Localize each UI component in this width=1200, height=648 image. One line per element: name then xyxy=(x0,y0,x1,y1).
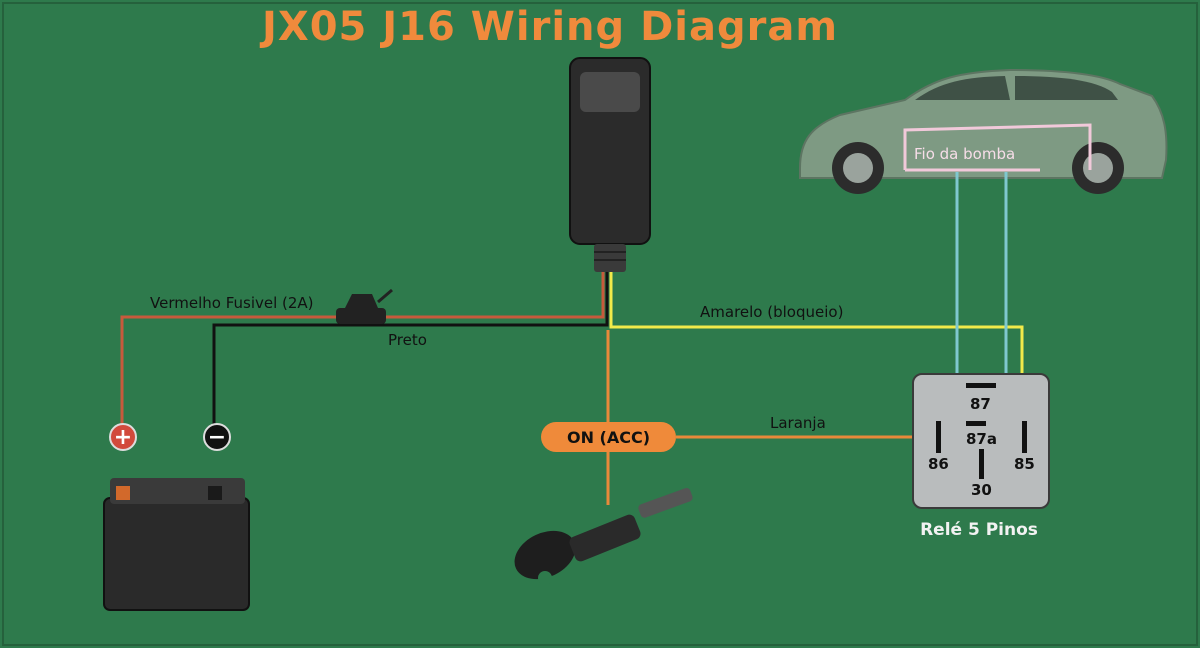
pin-30-label: 30 xyxy=(971,481,992,499)
gps-tracker-icon xyxy=(569,57,651,272)
pin-87-label: 87 xyxy=(970,395,991,413)
pin-86-contact xyxy=(936,421,941,453)
battery-icon xyxy=(103,478,250,611)
pin-85-contact xyxy=(1022,421,1027,453)
fuse-icon xyxy=(336,288,393,324)
pin-85-label: 85 xyxy=(1014,455,1035,473)
pump-wire-label: Fio da bomba xyxy=(914,145,1016,163)
pin-87a-contact xyxy=(966,421,986,426)
pin-30-contact xyxy=(979,449,984,479)
car-icon xyxy=(799,68,1168,194)
red-wire-label: Vermelho Fusivel (2A) xyxy=(150,294,314,312)
battery-positive-terminal: + xyxy=(109,423,137,451)
diagram-title: JX05 J16 Wiring Diagram xyxy=(261,4,839,50)
black-wire-label: Preto xyxy=(388,331,427,349)
relay-icon: 87 87a 86 85 30 xyxy=(912,373,1050,509)
pin-86-label: 86 xyxy=(928,455,949,473)
yellow-wire-label: Amarelo (bloqueio) xyxy=(700,303,844,321)
pin-87-contact xyxy=(966,383,996,388)
ignition-key-icon xyxy=(514,487,693,585)
orange-wire-label: Laranja xyxy=(770,414,826,432)
battery-negative-terminal: − xyxy=(203,423,231,451)
acc-label: ON (ACC) xyxy=(541,422,676,452)
relay-caption: Relé 5 Pinos xyxy=(920,520,1038,540)
pin-87a-label: 87a xyxy=(966,430,997,448)
